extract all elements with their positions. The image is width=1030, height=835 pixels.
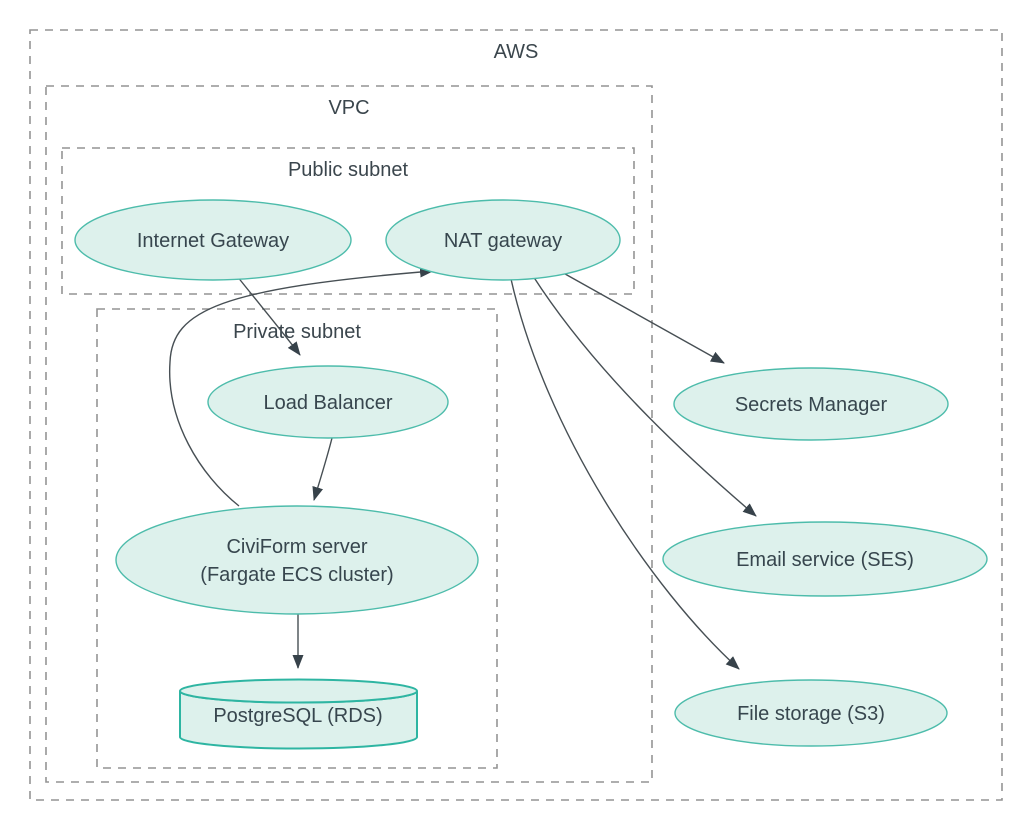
private-subnet-container xyxy=(96,308,498,769)
edge-internet-gateway-to-load-balancer xyxy=(236,275,301,356)
nat-gateway-label: NAT gateway xyxy=(444,230,562,252)
internet-gateway-label: Internet Gateway xyxy=(137,230,289,252)
civiform-server-label-line2: (Fargate ECS cluster) xyxy=(200,564,393,586)
file-storage-shape xyxy=(674,679,948,747)
edge-nat-gateway-to-secrets-manager xyxy=(557,269,725,364)
internet-gateway-node: Internet Gateway xyxy=(74,199,352,281)
civiform-server-label-line1: CiviForm server xyxy=(226,536,367,558)
email-service-label: Email service (SES) xyxy=(736,549,914,571)
load-balancer-shape xyxy=(207,365,449,439)
civiform-server-node: CiviForm server (Fargate ECS cluster) xyxy=(115,505,479,615)
secrets-manager-label: Secrets Manager xyxy=(735,394,888,416)
public-subnet-label: Public subnet xyxy=(288,159,409,181)
secrets-manager-node: Secrets Manager xyxy=(673,367,949,441)
edge-nat-gateway-to-email-service xyxy=(532,275,757,517)
edge-nat-gateway-to-file-storage xyxy=(510,278,740,670)
nat-gateway-shape xyxy=(385,199,621,281)
private-subnet-label: Private subnet xyxy=(233,321,361,343)
load-balancer-label: Load Balancer xyxy=(264,392,393,414)
vpc-container-label: VPC xyxy=(328,97,369,119)
edge-civiform-server-to-nat-gateway xyxy=(169,266,434,507)
edge-load-balancer-to-civiform-server xyxy=(312,437,333,501)
postgresql-label: PostgreSQL (RDS) xyxy=(213,705,382,727)
vpc-container xyxy=(45,85,653,783)
file-storage-node: File storage (S3) xyxy=(674,679,948,747)
file-storage-label: File storage (S3) xyxy=(737,703,885,725)
aws-container xyxy=(29,29,1003,801)
postgresql-node: PostgreSQL (RDS) xyxy=(179,678,418,750)
postgresql-cylinder-top xyxy=(179,678,418,704)
email-service-shape xyxy=(662,521,988,597)
aws-container-label: AWS xyxy=(494,41,539,63)
secrets-manager-shape xyxy=(673,367,949,441)
public-subnet-container xyxy=(61,147,635,295)
email-service-node: Email service (SES) xyxy=(662,521,988,597)
load-balancer-node: Load Balancer xyxy=(207,365,449,439)
nat-gateway-node: NAT gateway xyxy=(385,199,621,281)
internet-gateway-shape xyxy=(74,199,352,281)
civiform-server-shape xyxy=(115,505,479,615)
